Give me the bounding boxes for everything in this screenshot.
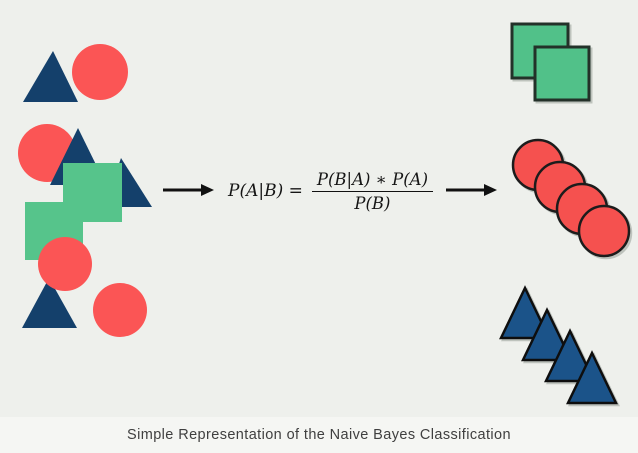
formula-lhs: P(A|B) = bbox=[228, 181, 303, 201]
sorted-triangle bbox=[499, 285, 551, 340]
unsorted-triangle bbox=[22, 278, 77, 328]
arrow-right-icon bbox=[446, 184, 497, 196]
fraction-bar bbox=[311, 190, 434, 192]
sorted-triangle bbox=[566, 350, 618, 405]
bayes-formula: P(A|B) = P(B|A) ∗ P(A) P(B) bbox=[228, 156, 440, 226]
unsorted-triangle bbox=[23, 51, 78, 102]
unsorted-circle bbox=[93, 283, 147, 337]
unsorted-circle bbox=[38, 237, 92, 291]
sorted-square bbox=[533, 45, 591, 102]
sorted-triangles-group bbox=[499, 285, 618, 405]
unsorted-shapes-cluster bbox=[18, 44, 152, 337]
formula-numerator: P(B|A) ∗ P(A) bbox=[316, 169, 429, 189]
sorted-triangle bbox=[521, 307, 573, 362]
sorted-shapes-groups bbox=[499, 22, 631, 405]
arrow-left-icon bbox=[163, 184, 214, 196]
formula-fraction: P(B|A) ∗ P(A) P(B) bbox=[311, 169, 434, 213]
sorted-circle bbox=[577, 204, 631, 258]
sorted-triangle bbox=[544, 328, 596, 383]
sorted-circles-group bbox=[511, 138, 631, 258]
unsorted-circle bbox=[72, 44, 128, 100]
caption-bar: Simple Representation of the Naive Bayes… bbox=[0, 417, 638, 453]
sorted-squares-group bbox=[510, 22, 591, 102]
formula-denominator: P(B) bbox=[354, 193, 391, 213]
diagram-caption: Simple Representation of the Naive Bayes… bbox=[127, 427, 511, 443]
